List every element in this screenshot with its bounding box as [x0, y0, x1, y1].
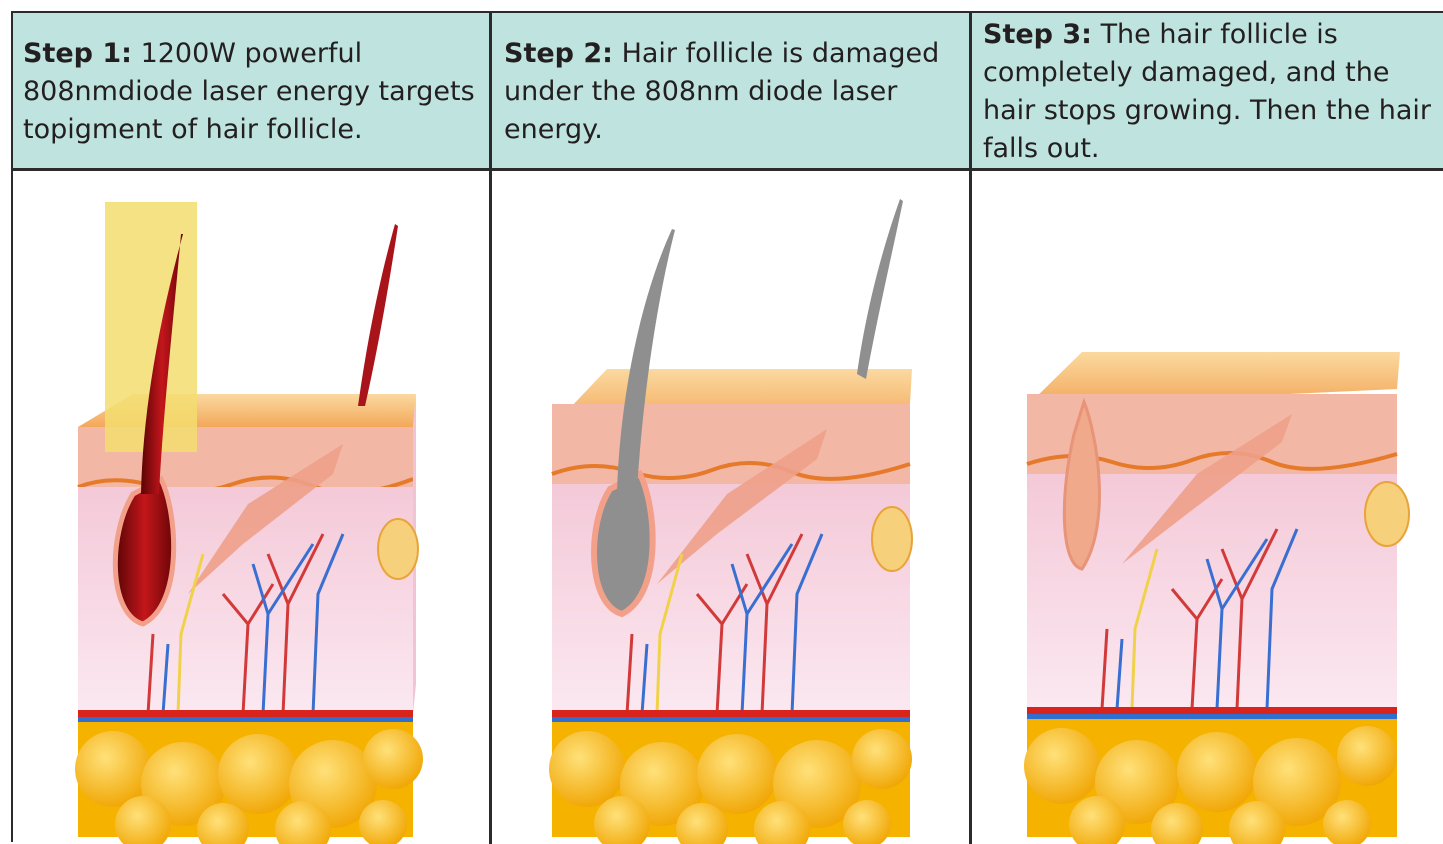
step-1-illustration [13, 174, 489, 844]
artery-band [1027, 707, 1397, 714]
artery-band [552, 710, 910, 717]
oil-gland [872, 507, 912, 571]
artery-band [78, 710, 413, 717]
vein-band [78, 717, 413, 722]
vein-band [1027, 714, 1397, 719]
fat-layer [549, 722, 912, 844]
step-1-label: Step 1: [23, 38, 132, 69]
step-2-caption: Step 2: Hair follicle is damaged under t… [491, 13, 971, 168]
oil-gland [1365, 482, 1409, 546]
steps-table: Step 1: 1200W powerful 808nmdiode laser … [11, 11, 1443, 842]
step-3-illustration [972, 174, 1443, 844]
hair-shaft-right [857, 199, 903, 379]
oil-gland [378, 519, 418, 579]
epidermis-band [552, 404, 910, 484]
fat-layer [1024, 719, 1397, 844]
fat-layer [75, 722, 423, 844]
header-row: Step 1: 1200W powerful 808nmdiode laser … [13, 13, 1443, 171]
hair-shaft-right [358, 224, 398, 406]
vein-band [552, 717, 910, 722]
step-2-illustration [492, 174, 969, 844]
step-1-caption: Step 1: 1200W powerful 808nmdiode laser … [13, 13, 491, 168]
step-2-label: Step 2: [504, 38, 613, 69]
step-3-caption: Step 3: The hair follicle is completely … [971, 13, 1443, 168]
step-3-label: Step 3: [983, 19, 1092, 50]
